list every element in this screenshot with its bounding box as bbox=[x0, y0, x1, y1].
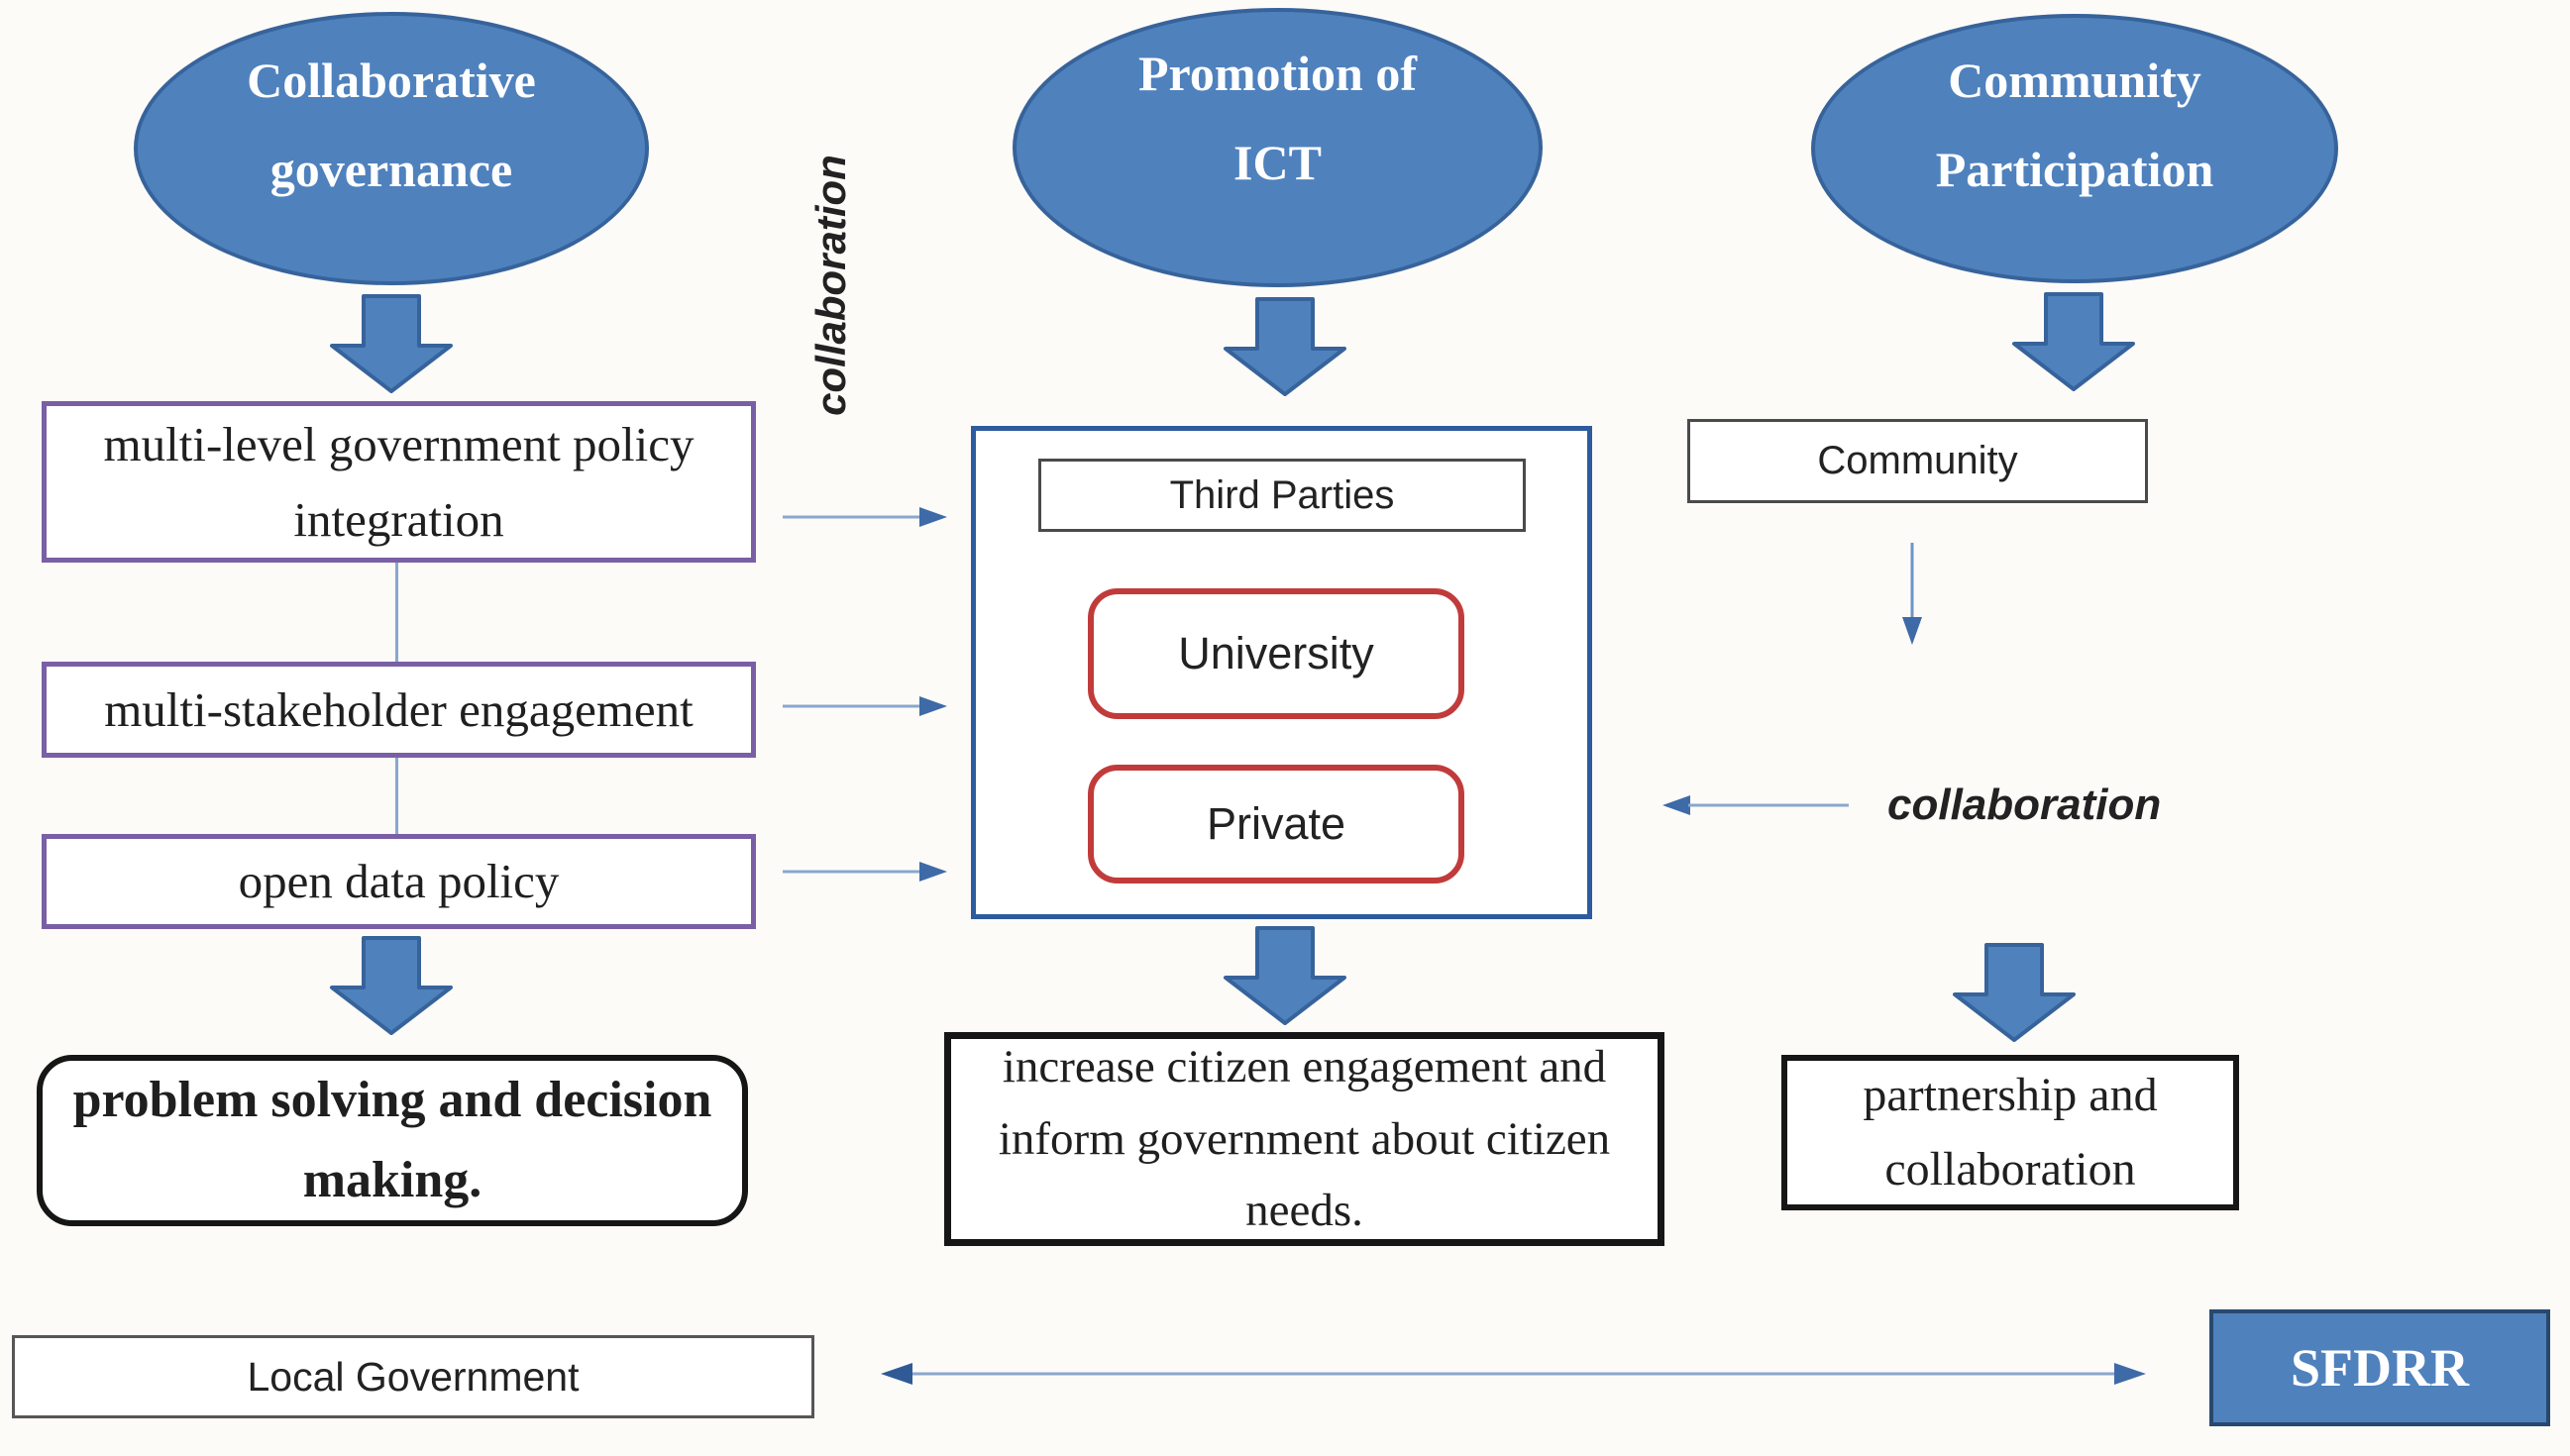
ellipse-community-participation-line1: Community bbox=[1948, 52, 2201, 108]
box-university-label: University bbox=[1178, 628, 1374, 678]
box-sfdrr-label: SFDRR bbox=[2290, 1338, 2469, 1398]
box-community-label: Community bbox=[1817, 439, 2018, 482]
box-partnership-collaboration: partnership and collaboration bbox=[1781, 1055, 2239, 1210]
box-community: Community bbox=[1687, 419, 2148, 503]
box-increase-citizen-engagement-line2: inform government about citizen bbox=[998, 1112, 1611, 1165]
ellipse-community-participation: Community Participation bbox=[1811, 14, 2338, 283]
box-local-government: Local Government bbox=[12, 1335, 814, 1418]
down-block-arrow-partnership bbox=[1953, 943, 2076, 1042]
down-block-arrow-ict bbox=[1224, 297, 1346, 396]
ellipse-promotion-of-ict-line2: ICT bbox=[1233, 135, 1322, 190]
right-arrow-opendata-to-container bbox=[783, 862, 947, 882]
box-university: University bbox=[1088, 588, 1464, 719]
right-arrow-engagement-to-container bbox=[783, 696, 947, 716]
ellipse-promotion-of-ict: Promotion of ICT bbox=[1013, 8, 1543, 287]
box-sfdrr: SFDRR bbox=[2209, 1309, 2550, 1426]
box-third-parties-label: Third Parties bbox=[1169, 472, 1395, 517]
down-arrow-community bbox=[1902, 543, 1922, 645]
down-block-arrow-container bbox=[1224, 926, 1346, 1025]
box-open-data-policy-label: open data policy bbox=[238, 854, 560, 909]
box-increase-citizen-engagement: increase citizen engagement and inform g… bbox=[944, 1032, 1664, 1246]
box-multi-stakeholder-engagement-label: multi-stakeholder engagement bbox=[104, 681, 694, 737]
box-partnership-collaboration-line2: collaboration bbox=[1884, 1142, 2136, 1196]
box-problem-solving-line1: problem solving and decision bbox=[72, 1071, 712, 1128]
ellipse-community-participation-line2: Participation bbox=[1935, 142, 2214, 197]
box-multi-level-policy: multi-level government policy integratio… bbox=[42, 401, 756, 563]
down-block-arrow-governance bbox=[330, 294, 453, 393]
collaboration-side-label: collaboration bbox=[1887, 780, 2162, 829]
box-private: Private bbox=[1088, 765, 1464, 884]
box-local-government-label: Local Government bbox=[247, 1353, 580, 1400]
collaboration-vertical-label: collaboration bbox=[807, 155, 854, 416]
ellipse-collaborative-governance: Collaborative governance bbox=[134, 12, 649, 285]
box-open-data-policy: open data policy bbox=[42, 834, 756, 929]
box-increase-citizen-engagement-line3: needs. bbox=[1245, 1185, 1363, 1237]
box-increase-citizen-engagement-line1: increase citizen engagement and bbox=[1002, 1040, 1607, 1092]
down-block-arrow-community bbox=[2012, 292, 2135, 391]
ellipse-collaborative-governance-line1: Collaborative bbox=[247, 52, 536, 108]
box-partnership-collaboration-line1: partnership and bbox=[1863, 1069, 2158, 1122]
left-arrow-collaboration bbox=[1662, 795, 1849, 815]
down-block-arrow-open-data bbox=[330, 936, 453, 1035]
ellipse-promotion-of-ict-line1: Promotion of bbox=[1138, 46, 1417, 101]
right-arrow-policy-to-container bbox=[783, 507, 947, 527]
connector-box2-box3 bbox=[395, 758, 398, 834]
box-multi-stakeholder-engagement: multi-stakeholder engagement bbox=[42, 662, 756, 758]
box-problem-solving: problem solving and decision making. bbox=[37, 1055, 748, 1226]
connector-box1-box2 bbox=[395, 563, 398, 662]
box-private-label: Private bbox=[1206, 798, 1346, 849]
ellipse-collaborative-governance-line2: governance bbox=[269, 142, 513, 197]
double-arrow-localgov-sfdrr bbox=[881, 1363, 2146, 1385]
box-multi-level-policy-line2: integration bbox=[293, 491, 504, 547]
box-multi-level-policy-line1: multi-level government policy bbox=[103, 416, 695, 471]
box-third-parties: Third Parties bbox=[1038, 459, 1526, 532]
box-problem-solving-line2: making. bbox=[302, 1151, 482, 1208]
